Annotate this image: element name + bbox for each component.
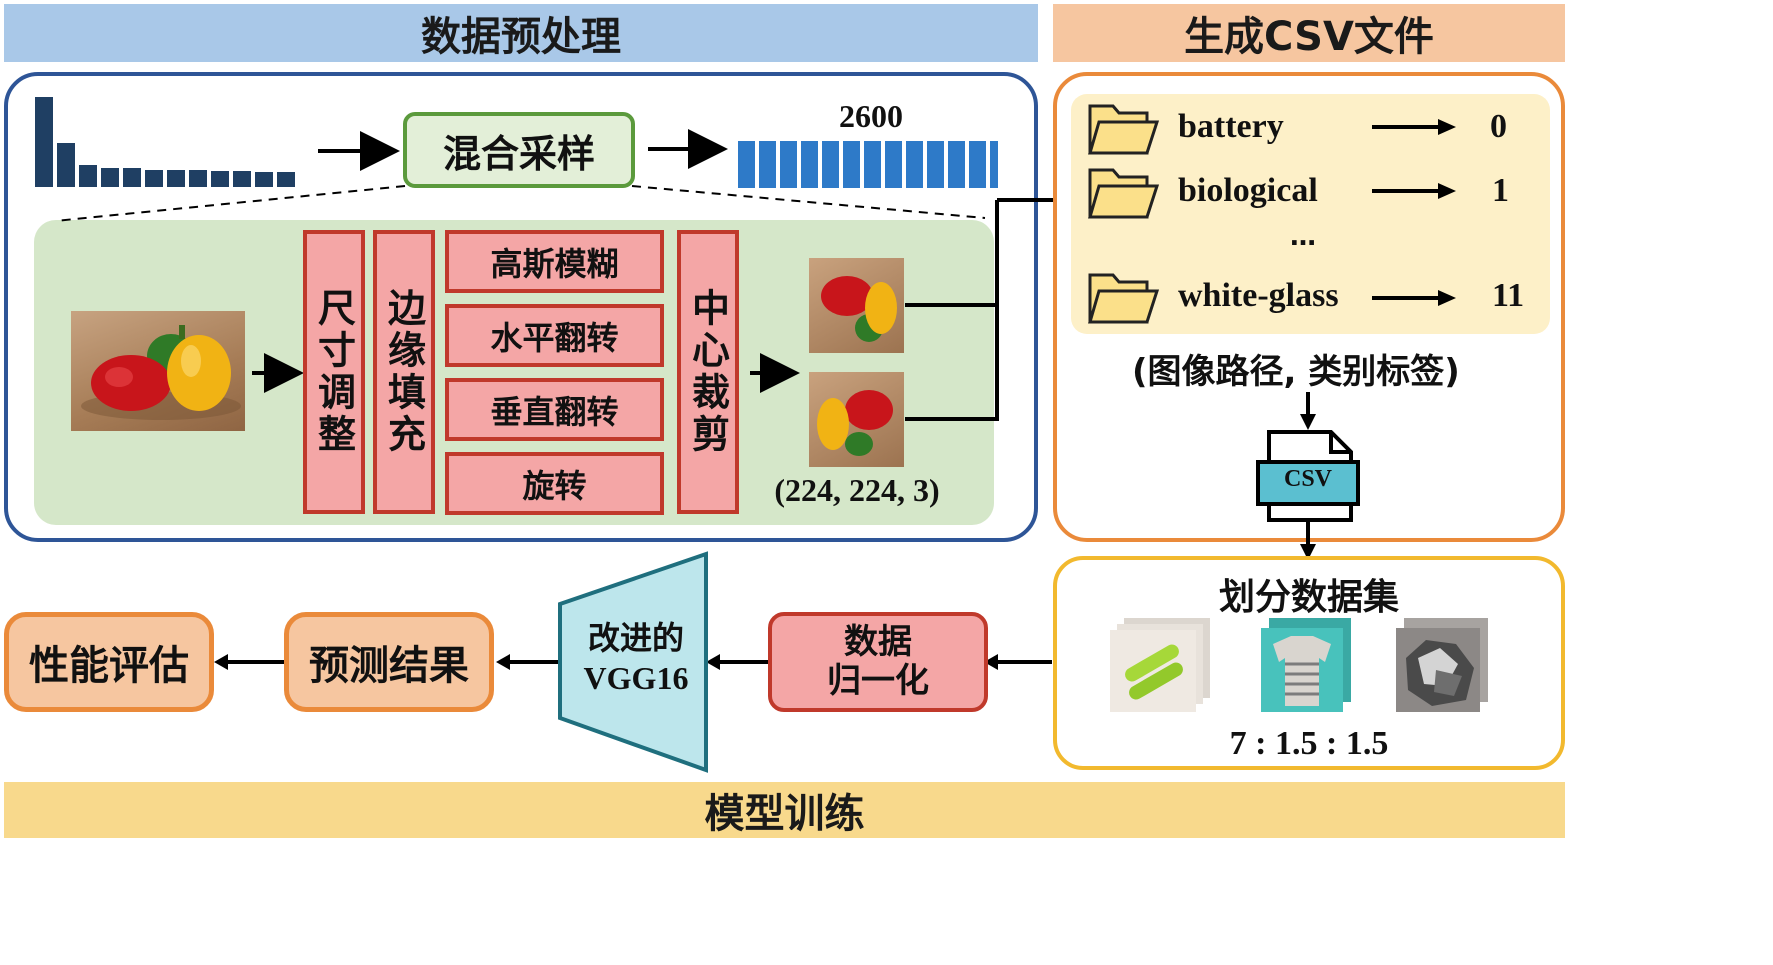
pepper-crop-image-2 (809, 372, 904, 467)
prediction-box: 预测结果 (284, 612, 494, 712)
class-name-battery: battery (1178, 108, 1284, 145)
class-name-white-glass: white-glass (1178, 277, 1339, 314)
mixed-sampling-box: 混合采样 (403, 112, 635, 188)
evaluation-label: 性能评估 (29, 643, 189, 689)
rotation-box: 旋转 (445, 452, 664, 515)
gaussian-blur-label: 高斯模糊 (490, 244, 619, 283)
ellipsis: … (1290, 222, 1316, 252)
prediction-label: 预测结果 (309, 643, 469, 689)
vgg-trapezoid (558, 551, 708, 773)
gaussian-blur-box: 高斯模糊 (445, 230, 664, 293)
training-section-title: 模型训练 (704, 791, 865, 837)
csv-file-label: CSV (1283, 466, 1332, 492)
center-crop-label: 中心裁剪 (685, 288, 730, 456)
arrow-battery (1372, 119, 1456, 135)
preprocess-section-title: 数据预处理 (421, 14, 621, 60)
center-crop-box: 中心裁剪 (677, 230, 739, 514)
horizontal-flip-label: 水平翻转 (490, 318, 619, 357)
pair-caption: (图像路径, 类别标签) (1132, 352, 1460, 392)
imbalanced-histogram (35, 97, 295, 187)
csv-section-title: 生成CSV文件 (1184, 14, 1434, 60)
folder-icon (1088, 273, 1160, 324)
mixed-sampling-label: 混合采样 (442, 131, 595, 176)
resize-box: 尺寸调整 (303, 230, 365, 514)
padding-box: 边缘填充 (373, 230, 435, 514)
arrow-white-glass (1372, 290, 1456, 306)
normalization-label-line2: 归一化 (827, 661, 929, 701)
split-ratio: 7 : 1.5 : 1.5 (1229, 725, 1389, 762)
arrow-biological (1372, 183, 1456, 199)
pepper-original-image (71, 311, 245, 431)
class-label-battery: 0 (1490, 108, 1507, 145)
training-section-band: 模型训练 (4, 782, 1565, 838)
folder-icon (1088, 104, 1160, 155)
dataset-split-title: 划分数据集 (1218, 577, 1399, 618)
class-label-white-glass: 11 (1492, 277, 1525, 314)
normalization-box: 数据 归一化 (768, 612, 988, 712)
class-label-biological: 1 (1492, 172, 1509, 209)
pepper-crop-image-1 (809, 258, 904, 353)
metal-sample-image (1396, 618, 1488, 713)
csv-file-icon (1256, 392, 1360, 560)
balanced-count-label: 2600 (839, 98, 903, 134)
resize-label: 尺寸调整 (311, 288, 356, 456)
normalization-label-line1: 数据 (844, 621, 912, 662)
balanced-histogram (738, 141, 998, 188)
evaluation-box: 性能评估 (4, 612, 214, 712)
battery-sample-image (1110, 618, 1210, 713)
rotation-label: 旋转 (522, 466, 587, 505)
clothes-sample-image (1261, 618, 1351, 713)
class-name-biological: biological (1178, 172, 1318, 209)
padding-label: 边缘填充 (381, 288, 426, 456)
vgg-label-line2: VGG16 (583, 660, 689, 696)
vertical-flip-label: 垂直翻转 (490, 392, 619, 431)
vgg-model-label: 改进的 VGG16 (568, 618, 704, 698)
vertical-flip-box: 垂直翻转 (445, 378, 664, 441)
horizontal-flip-box: 水平翻转 (445, 304, 664, 367)
vgg-label-line1: 改进的 (587, 619, 684, 657)
image-shape-label: (224, 224, 3) (774, 472, 940, 508)
folder-icon (1088, 168, 1160, 219)
csv-section-band: 生成CSV文件 (1053, 4, 1565, 62)
preprocess-section-band: 数据预处理 (4, 4, 1038, 62)
